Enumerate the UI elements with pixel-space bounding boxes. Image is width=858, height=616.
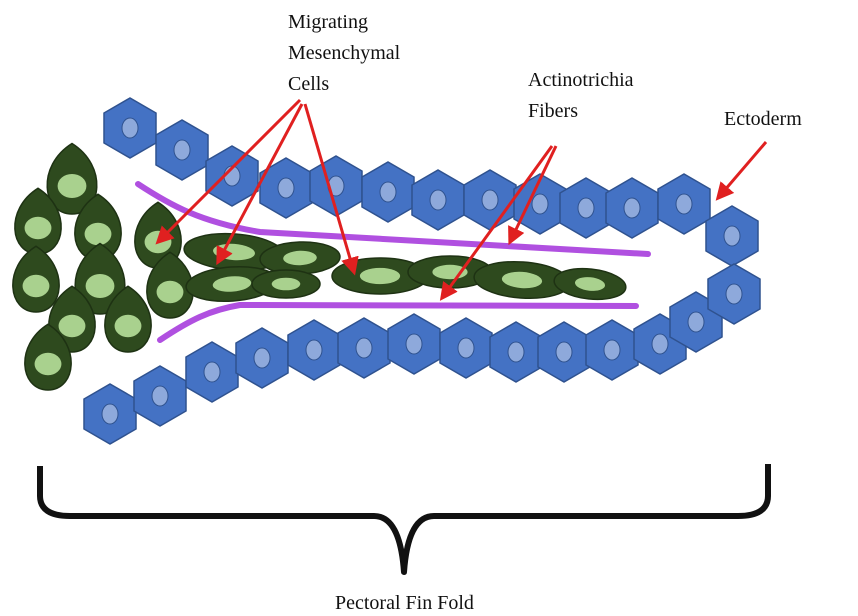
ectoderm-cell (514, 174, 566, 234)
mesenchymal-label-line-2: Mesenchymal (288, 42, 401, 64)
ectoderm-cell (288, 320, 340, 380)
spindle-mesenchymal-cell (252, 270, 320, 298)
ectoderm-cell (156, 120, 208, 180)
pectoral-fin-fold-label: Pectoral Fin Fold (335, 592, 474, 614)
mesenchymal-cell (13, 246, 59, 312)
ectoderm-cell (560, 178, 612, 238)
fin-fold-bracket (40, 464, 768, 572)
mesenchymal-cell-cluster (13, 144, 193, 391)
ectoderm-cell (412, 170, 464, 230)
ectoderm-cell (490, 322, 542, 382)
ectoderm-cell (706, 206, 758, 266)
mesenchymal-cells-label: Migrating Mesenchymal Cells (288, 11, 401, 95)
actinotrichia-label-line-1: Actinotrichia (528, 69, 634, 91)
ectoderm-tip (706, 206, 760, 324)
ectoderm-cell (586, 320, 638, 380)
ectoderm-cell (84, 384, 136, 444)
ectoderm-cell (362, 162, 414, 222)
ectoderm-cell (134, 366, 186, 426)
ectoderm-label: Ectoderm (724, 108, 802, 130)
ectoderm-cell (186, 342, 238, 402)
arrow-ectoderm (718, 142, 766, 198)
ectoderm-cell (388, 314, 440, 374)
ectoderm-cell (658, 174, 710, 234)
mesenchymal-label-line-3: Cells (288, 73, 329, 95)
ectoderm-cell (440, 318, 492, 378)
ectoderm-cell (104, 98, 156, 158)
ectoderm-cell (236, 328, 288, 388)
ectoderm-cell (464, 170, 516, 230)
mesenchymal-label-line-1: Migrating (288, 11, 368, 33)
ectoderm-cell (338, 318, 390, 378)
actinotrichia-label-line-2: Fibers (528, 100, 578, 122)
ectoderm-cell (606, 178, 658, 238)
ectoderm-cell (538, 322, 590, 382)
spindle-mesenchymal-cell (553, 265, 628, 302)
ectoderm-cell (206, 146, 258, 206)
actinotrichia-label: Actinotrichia Fibers (528, 69, 634, 122)
